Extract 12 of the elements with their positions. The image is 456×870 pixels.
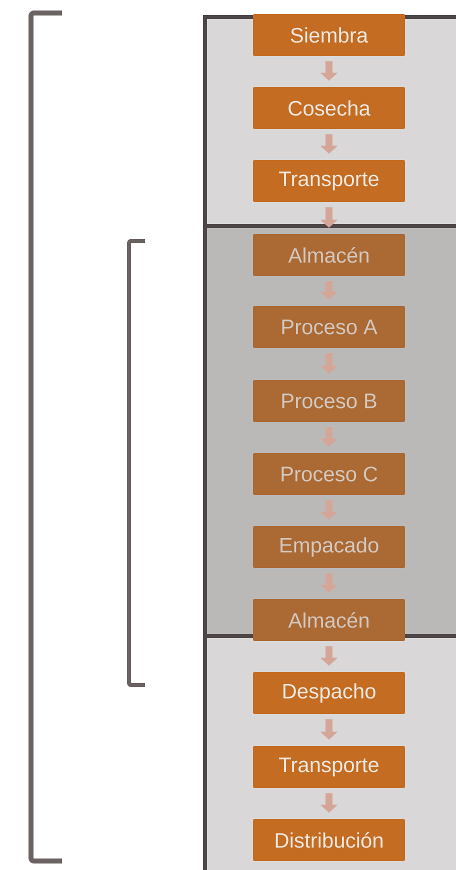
process-box: Transporte <box>253 160 405 202</box>
process-box: Distribución <box>253 819 405 861</box>
process-box: Almacén <box>253 599 405 641</box>
process-box: Proceso B <box>253 380 405 422</box>
process-box: Siembra <box>253 14 405 56</box>
process-box: Empacado <box>253 526 405 568</box>
process-box: Cosecha <box>253 87 405 129</box>
process-box: Proceso C <box>253 453 405 495</box>
process-box: Despacho <box>253 672 405 714</box>
process-box: Proceso A <box>253 306 405 348</box>
process-box: Transporte <box>253 746 405 788</box>
process-box: Almacén <box>253 234 405 276</box>
